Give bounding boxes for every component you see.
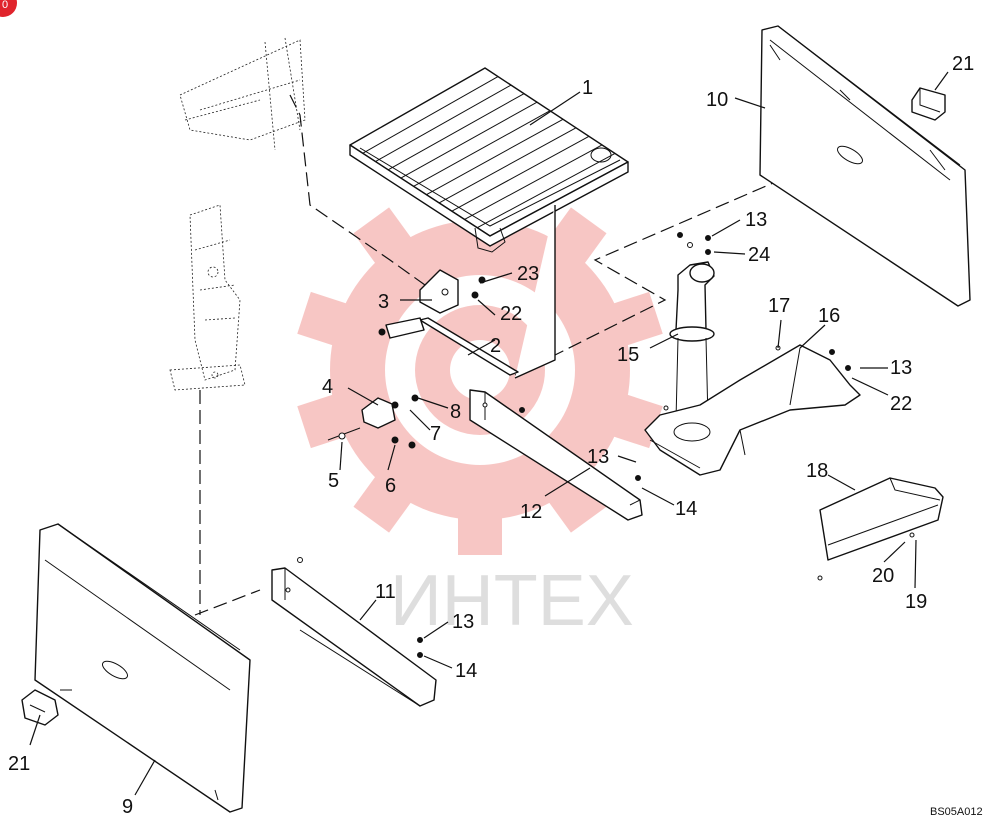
grille-panel [349,67,629,379]
callout-24: 24 [748,244,770,266]
base-frame [644,344,861,476]
grille-slat [400,101,538,179]
callout-7: 7 [430,423,441,445]
grille-slat [426,118,564,196]
grommet-lower [21,689,59,726]
watermark-text: ИНТЕХ [390,561,634,641]
callout-14-lower: 14 [455,660,477,682]
watermark-gear-tooth [353,207,419,274]
callout-6: 6 [385,475,396,497]
callout-16: 16 [818,305,840,327]
grille-slat [464,144,603,220]
leader-lines [29,71,949,796]
grille-slat [387,93,525,171]
watermark-gear-tooth [458,505,502,555]
callout-22-left: 22 [500,303,522,325]
callout-14-mid: 14 [675,498,697,520]
latch-bracket [378,269,486,339]
support-rod [419,317,519,376]
right-side-panel [759,25,971,307]
callout-13-top: 13 [745,209,767,231]
callout-15: 15 [617,344,639,366]
callout-21-lower: 21 [8,753,30,775]
left-side-panel [34,523,251,813]
callout-18: 18 [806,460,828,482]
grille-slat [477,153,616,229]
callout-19: 19 [905,591,927,613]
grommet-upper [911,87,946,121]
callout-21-upper: 21 [952,53,974,75]
callout-3: 3 [378,291,389,313]
alignment-lines [194,94,781,616]
callout-4: 4 [322,376,333,398]
corner-badge-label: 0 [2,0,8,11]
watermark-gear-tooth [541,207,607,274]
watermark-gear-tooth [541,466,607,533]
callout-11: 11 [375,581,396,603]
callout-labels: 1 2 3 4 5 6 7 8 9 10 11 12 13 13 13 13 1… [8,53,974,818]
callout-22-right: 22 [890,393,912,415]
callout-8: 8 [450,401,461,423]
grille-slat [375,84,512,162]
top-bolts [677,232,711,255]
callout-5: 5 [328,470,339,492]
callout-12: 12 [520,501,542,523]
callout-9: 9 [122,796,133,818]
callout-13-right: 13 [890,357,912,379]
watermark-gear-tooth [297,291,359,350]
callout-13-lower: 13 [452,611,474,633]
long-bracket-12 [469,389,643,521]
small-cover [817,477,944,581]
callout-23: 23 [517,263,539,285]
lower-bracket-11 [271,557,437,707]
grille-slat [438,127,577,204]
callout-1: 1 [582,77,593,99]
exhaust-pipe [669,261,715,421]
grille-slat [362,76,499,154]
grille-slat [451,135,590,212]
corner-badge: 0 [0,0,17,17]
watermark-gear-tooth [353,466,419,533]
watermark-gear-tooth [601,291,663,350]
drawing-code: BS05A012 [930,806,983,818]
callout-13-mid: 13 [587,446,609,468]
callout-10: 10 [706,89,728,111]
machine-frame [169,37,306,391]
callout-2: 2 [490,335,501,357]
callout-17: 17 [768,295,790,317]
callout-20: 20 [872,565,894,587]
grille-slat [413,110,551,187]
